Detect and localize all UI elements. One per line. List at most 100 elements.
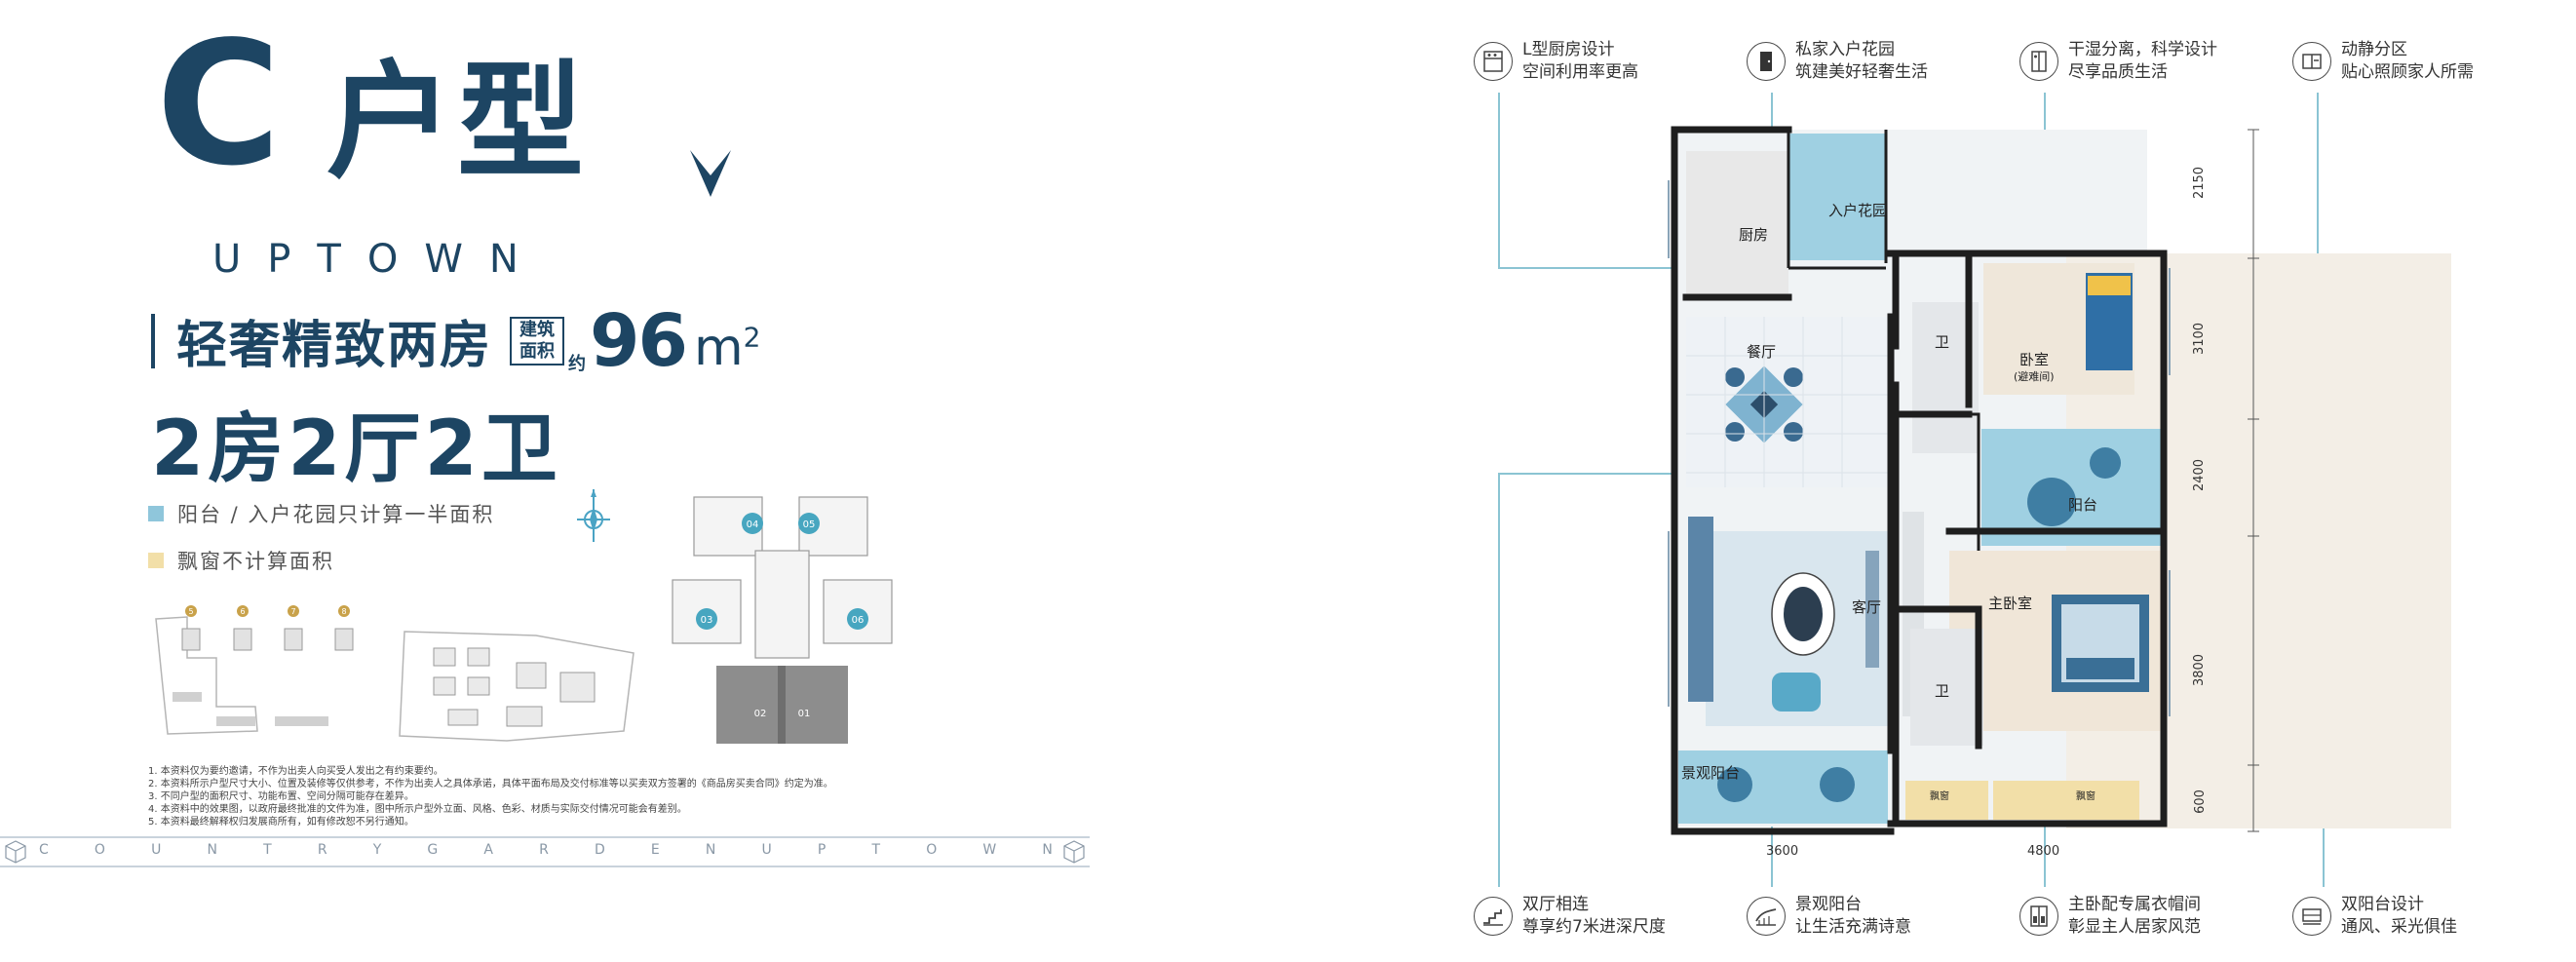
- legend: 阳台 / 入户花园只计算一半面积 飘窗不计算面积: [148, 499, 494, 593]
- callout-kitchen: L型厨房设计 空间利用率更高: [1474, 39, 1638, 84]
- building-key-label: 01: [798, 709, 811, 719]
- building-key-label: 02: [754, 709, 767, 719]
- footer-letter: N: [207, 842, 217, 858]
- building-key-label: 06: [852, 615, 865, 626]
- dim-right: 2150: [2192, 166, 2208, 200]
- building-key-label: 04: [747, 519, 759, 530]
- room-entry-garden: 入户花园: [1828, 202, 1888, 219]
- callout-text: 私家入户花园 筑建美好轻奢生活: [1795, 39, 1928, 84]
- room-bay1: 飘窗: [1930, 791, 1949, 802]
- building-key-label: 03: [701, 615, 713, 626]
- site-marker: 5: [188, 607, 193, 616]
- chevron-down-icon: [690, 150, 731, 197]
- legend-swatch-balcony: [148, 506, 164, 521]
- brand-uptown: UPTOWN: [212, 237, 545, 282]
- callout-text: 双厅相连 尊享约7米进深尺度: [1522, 894, 1666, 939]
- room-bedroom: 卧室: [2019, 351, 2050, 368]
- callout-bathroom: 干湿分离，科学设计 尽享品质生活: [2019, 39, 2217, 84]
- footer-rule-top: [0, 836, 1090, 838]
- callout-line2: 让生活充满诗意: [1795, 917, 1911, 937]
- callout-line1: L型厨房设计: [1522, 40, 1615, 59]
- floor-plan: [1668, 126, 2451, 835]
- callout-double-hall: 双厅相连 尊享约7米进深尺度: [1474, 894, 1666, 939]
- callout-line1: 主卧配专属衣帽间: [2068, 895, 2201, 914]
- callout-line1: 双厅相连: [1522, 895, 1589, 914]
- callout-line2: 空间利用率更高: [1522, 62, 1638, 82]
- site-marker: 7: [290, 607, 295, 616]
- subtitle: 轻奢精致两房: [176, 317, 493, 375]
- note-line: 4. 本资料中的效果图，以政府最终批准的文件为准，图中所示户型外立面、风格、色彩…: [148, 804, 687, 815]
- footer-letter: P: [817, 842, 827, 858]
- area-tag-line1: 建筑: [519, 319, 556, 340]
- footer-letter: O: [926, 842, 938, 858]
- callout-view-balcony: 景观阳台 让生活充满诗意: [1747, 894, 1911, 939]
- wardrobe-icon: [2019, 897, 2058, 936]
- footer-letter: O: [94, 842, 105, 858]
- callout-line1: 双阳台设计: [2341, 895, 2424, 914]
- footer-letter: D: [594, 842, 605, 858]
- area-unit-base: m: [694, 319, 744, 377]
- cube-icon: [1063, 840, 1085, 864]
- bathroom-icon: [2019, 42, 2058, 81]
- stairs-icon: [1474, 897, 1513, 936]
- site-marker: 8: [341, 607, 346, 616]
- type-title: 户型: [327, 48, 589, 196]
- callout-entry-garden: 私家入户花园 筑建美好轻奢生活: [1747, 39, 1928, 84]
- room-living: 客厅: [1852, 598, 1882, 616]
- callout-line2: 尊享约7米进深尺度: [1522, 917, 1666, 937]
- callout-line2: 筑建美好轻奢生活: [1795, 62, 1928, 82]
- double-balcony-icon: [2292, 897, 2331, 936]
- footer-letter: W: [982, 842, 997, 858]
- balcony-view-icon: [1747, 897, 1786, 936]
- room-view-balcony: 景观阳台: [1681, 764, 1741, 782]
- site-plan-diagram: 5 6 7 8: [155, 605, 354, 735]
- footer-letter: G: [427, 842, 439, 858]
- dim-right: 600: [2192, 789, 2208, 814]
- footer-brand-text: C O U N T R Y G A R D E N U P T O W N: [39, 842, 1053, 858]
- note-line: 3. 不同户型的面积尺寸、功能布置、空间分隔可能存在差异。: [148, 791, 414, 802]
- room-bay2: 飘窗: [2076, 791, 2095, 802]
- callout-line2: 尽享品质生活: [2068, 62, 2168, 82]
- area-value: 96: [590, 298, 688, 383]
- compass-icon: [577, 489, 610, 542]
- site-plan-detail: [399, 631, 634, 742]
- area-unit-sup: 2: [743, 321, 761, 354]
- dim-right: 2400: [2192, 458, 2208, 492]
- footer-letter: E: [650, 842, 660, 858]
- callout-text: 双阳台设计 通风、采光俱佳: [2341, 894, 2457, 939]
- legend-swatch-baywindow: [148, 553, 164, 568]
- type-letter: C: [156, 6, 281, 204]
- building-key-label: 05: [803, 519, 816, 530]
- callout-zoning: 动静分区 贴心照顾家人所需: [2292, 39, 2474, 84]
- callout-line1: 私家入户花园: [1795, 40, 1895, 59]
- legend-text: 阳台 / 入户花园只计算一半面积: [177, 503, 495, 526]
- room-balcony: 阳台: [2068, 496, 2098, 514]
- note-line: 5. 本资料最终解释权归发展商所有，如有修改恕不另行通知。: [148, 817, 414, 827]
- callout-double-balcony: 双阳台设计 通风、采光俱佳: [2292, 894, 2457, 939]
- callout-line2: 彰显主人居家风范: [2068, 917, 2201, 937]
- footer-rule-bottom: [0, 866, 1090, 867]
- callout-line1: 干湿分离，科学设计: [2068, 40, 2217, 59]
- callout-text: L型厨房设计 空间利用率更高: [1522, 39, 1638, 84]
- kitchen-icon: [1474, 42, 1513, 81]
- dim-right: 3800: [2192, 653, 2208, 687]
- callout-line2: 贴心照顾家人所需: [2341, 62, 2474, 82]
- footer-letter: N: [1042, 842, 1053, 858]
- legend-item: 阳台 / 入户花园只计算一半面积: [148, 499, 494, 528]
- area-tag-line2: 面积: [519, 340, 556, 362]
- room-bath1: 卫: [1935, 333, 1950, 351]
- leader-line: [1498, 93, 1500, 268]
- leader-line: [1498, 267, 1703, 269]
- room-kitchen: 厨房: [1739, 226, 1769, 244]
- room-dining: 餐厅: [1747, 343, 1777, 361]
- area-prefix: 约: [568, 354, 587, 374]
- footer-letter: R: [317, 842, 327, 858]
- note-line: 2. 本资料所示户型尺寸大小、位置及装修等仅供参考，不作为出卖人之具体承诺，具体…: [148, 779, 833, 789]
- subtitle-row: 轻奢精致两房 建筑 面积 约 96 m2: [151, 304, 760, 377]
- legend-item: 飘窗不计算面积: [148, 546, 494, 575]
- door-icon: [1747, 42, 1786, 81]
- footer-letter: C: [39, 842, 49, 858]
- callout-line1: 景观阳台: [1795, 895, 1862, 914]
- room-bath2: 卫: [1935, 682, 1950, 700]
- site-marker: 6: [240, 607, 245, 616]
